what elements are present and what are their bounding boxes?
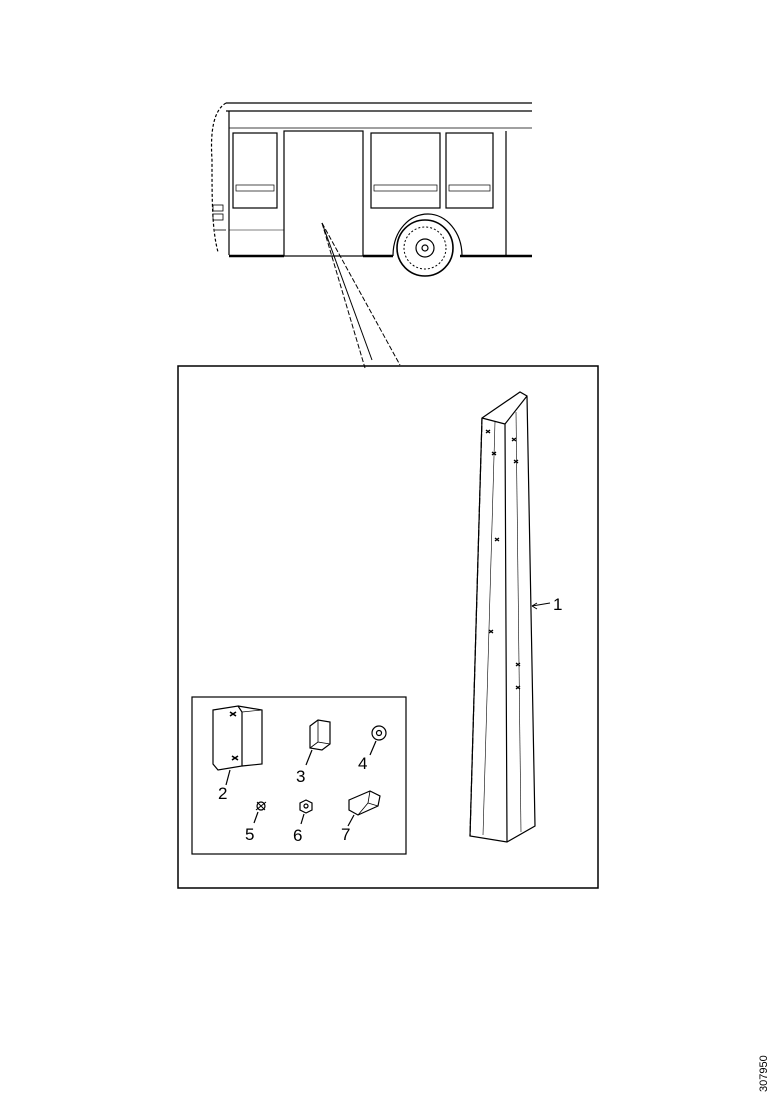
callout-2-label: 2 — [218, 784, 227, 803]
callout-1-label: 1 — [553, 595, 562, 614]
bus-illustration — [210, 102, 532, 277]
part-7-clip — [347, 790, 381, 827]
part-4-washer — [369, 725, 387, 756]
part-2-bracket — [212, 705, 263, 786]
small-parts-inset — [191, 696, 407, 855]
bus-door — [283, 130, 364, 257]
part-5-screw — [253, 801, 267, 824]
part-3-block — [305, 719, 331, 766]
detail-pointer-lines — [321, 222, 401, 369]
callout-6-label: 6 — [293, 826, 302, 845]
part-1-rail-profile — [469, 391, 536, 843]
callout-7-label: 7 — [341, 825, 350, 844]
callout-4-label: 4 — [358, 754, 367, 773]
reference-code: 307950 — [758, 1055, 770, 1092]
detail-frame — [177, 365, 599, 889]
callout-5-label: 5 — [245, 825, 254, 844]
part-6-nut — [299, 799, 313, 825]
leader-1 — [531, 602, 551, 610]
callout-3-label: 3 — [296, 767, 305, 786]
